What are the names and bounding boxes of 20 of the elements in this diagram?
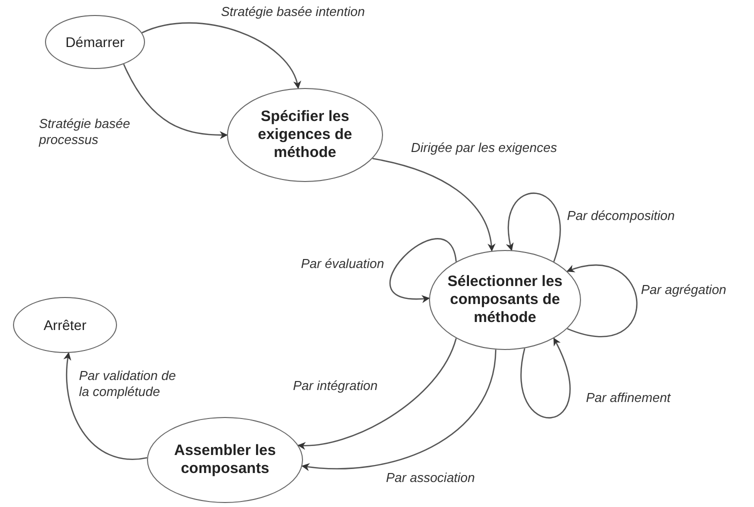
state-label: Spécifier les exigences de méthode <box>256 108 354 162</box>
state-label: Démarrer <box>65 34 125 50</box>
arrow <box>566 264 638 337</box>
arrow <box>64 352 148 460</box>
arrow <box>123 64 228 139</box>
edge-label: Par agrégation <box>640 282 728 298</box>
edge-label: Par décomposition <box>566 208 676 224</box>
arrow <box>520 338 570 418</box>
arrow <box>142 22 300 89</box>
arrow <box>390 238 457 302</box>
state-label: Sélectionner les composants de méthode <box>446 273 564 327</box>
edge-label: Par intégration <box>292 378 379 394</box>
arrow <box>301 350 496 471</box>
arrow <box>298 338 457 450</box>
state-label: Arrêter <box>44 316 86 334</box>
edge-label: Dirigée par les exigences <box>410 140 558 156</box>
edge-label: Stratégie basée intention <box>220 4 366 20</box>
arrow <box>506 192 561 262</box>
arrow <box>372 158 495 252</box>
state-label: Assembler les composants <box>173 442 277 478</box>
